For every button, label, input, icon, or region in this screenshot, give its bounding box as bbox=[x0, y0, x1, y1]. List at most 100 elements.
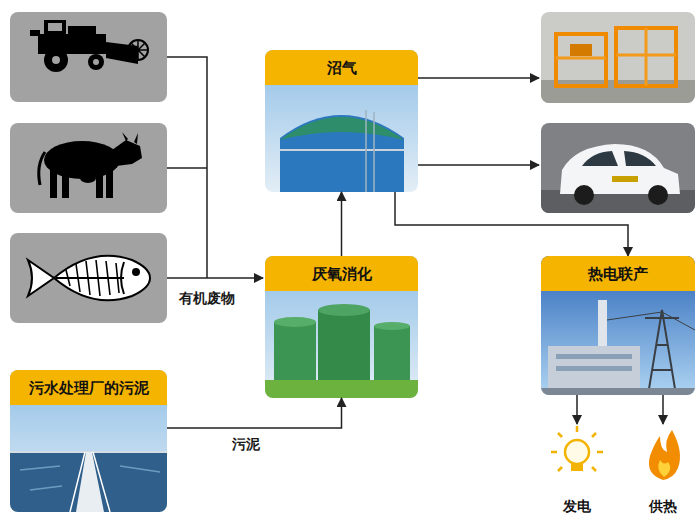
cow-icon bbox=[96, 168, 103, 198]
flow-line bbox=[167, 57, 207, 278]
sewage-plant-photo bbox=[10, 452, 167, 512]
harvester-icon bbox=[52, 56, 60, 64]
harvester-icon bbox=[128, 40, 148, 60]
edge-label: 污泥 bbox=[229, 436, 263, 454]
source-panel bbox=[10, 233, 167, 323]
digester-photo bbox=[265, 380, 418, 398]
source-panel bbox=[10, 123, 167, 213]
car-photo bbox=[612, 176, 638, 182]
car-photo bbox=[574, 185, 594, 205]
sewage-plant-photo bbox=[70, 452, 110, 512]
flame-icon bbox=[649, 430, 680, 480]
gas-equipment-photo bbox=[556, 34, 606, 86]
node-title: 厌氧消化 bbox=[312, 265, 372, 283]
source-panel bbox=[10, 12, 167, 323]
power-plant-photo bbox=[556, 366, 632, 371]
power-plant-photo bbox=[541, 256, 695, 395]
flow-line bbox=[167, 57, 539, 278]
biogas-card: 沼气 bbox=[265, 50, 418, 192]
biogas-photo bbox=[366, 110, 374, 192]
cow-icon bbox=[39, 132, 142, 198]
power-plant-photo bbox=[645, 310, 679, 395]
node-title: 热电联产 bbox=[588, 265, 648, 283]
fish-icon bbox=[133, 269, 139, 275]
light-bulb-icon bbox=[571, 463, 583, 471]
node-title: 发电 bbox=[547, 498, 607, 514]
digester-photo bbox=[374, 326, 410, 384]
sewage-plant-photo bbox=[10, 370, 167, 512]
harvester-icon bbox=[88, 54, 104, 70]
flow-arrow bbox=[576, 395, 578, 424]
digester-photo bbox=[374, 322, 410, 330]
fish-icon bbox=[56, 277, 124, 279]
card-header: 热电联产 bbox=[541, 256, 695, 291]
digester-photo bbox=[265, 256, 418, 398]
harvester-icon bbox=[44, 48, 68, 72]
biogas-photo bbox=[280, 115, 404, 192]
car-photo bbox=[582, 151, 656, 166]
power-plant-photo bbox=[556, 354, 632, 359]
output-caption: 供热 bbox=[633, 498, 693, 514]
card-header: 沼气 bbox=[265, 50, 418, 85]
sewage-plant-photo bbox=[76, 452, 104, 512]
power-plant-photo bbox=[548, 346, 640, 395]
harvester-icon bbox=[48, 23, 62, 31]
flow-line bbox=[418, 164, 539, 166]
power-plant-photo bbox=[541, 256, 695, 395]
power-plant-photo bbox=[598, 300, 607, 346]
node-title: 沼气 bbox=[327, 59, 357, 77]
fish-icon bbox=[66, 260, 119, 296]
digester-photo bbox=[274, 322, 316, 384]
chp-card: 热电联产 bbox=[541, 256, 695, 395]
cow-icon bbox=[62, 170, 69, 198]
power-plant-photo bbox=[607, 312, 695, 330]
digester-photo bbox=[274, 317, 316, 327]
flame-icon bbox=[658, 460, 670, 477]
light-bulb-icon bbox=[551, 426, 603, 471]
output-node: 发电 bbox=[547, 424, 607, 514]
biogas-photo bbox=[280, 149, 404, 151]
harvester-icon bbox=[30, 20, 148, 72]
source-panel bbox=[10, 12, 167, 102]
output-caption: 发电 bbox=[547, 498, 607, 514]
car-photo bbox=[541, 123, 695, 213]
gas-equipment-photo bbox=[556, 28, 676, 86]
digester-photo bbox=[318, 310, 370, 384]
cow-icon bbox=[112, 140, 142, 166]
cow-icon bbox=[80, 173, 96, 183]
car-photo bbox=[648, 185, 668, 205]
sewage-plant-photo bbox=[10, 370, 167, 512]
cow-icon bbox=[106, 166, 113, 198]
fish-icon bbox=[28, 256, 150, 301]
gas-equipment-photo bbox=[541, 12, 695, 103]
sewage-plant-photo bbox=[20, 466, 160, 490]
light-bulb-icon bbox=[551, 426, 603, 471]
flow-line bbox=[167, 167, 207, 169]
car-photo bbox=[541, 123, 695, 213]
flame-icon bbox=[649, 430, 680, 480]
fish-icon bbox=[28, 260, 54, 296]
light-bulb-icon bbox=[565, 440, 589, 464]
flow-label: 有机废物 bbox=[176, 290, 238, 308]
biogas-photo bbox=[280, 117, 404, 140]
fish-icon bbox=[121, 262, 124, 294]
gas-equipment-photo bbox=[541, 12, 695, 103]
cow-icon bbox=[122, 132, 138, 144]
harvester-icon bbox=[93, 59, 99, 65]
digestion-card: 厌氧消化 bbox=[265, 256, 418, 398]
flow-line bbox=[418, 77, 539, 79]
harvester-icon bbox=[44, 20, 66, 35]
output-node: 供热 bbox=[633, 424, 693, 514]
flow-arrow bbox=[341, 192, 343, 256]
power-plant-photo bbox=[541, 388, 695, 395]
harvester-icon bbox=[68, 26, 96, 35]
flow-arrow bbox=[395, 192, 628, 256]
sludge-card: 污水处理厂的污泥 bbox=[10, 370, 167, 512]
cow-icon bbox=[39, 152, 45, 185]
digester-photo bbox=[265, 256, 418, 398]
gas-equipment-photo bbox=[570, 44, 592, 56]
cow-icon bbox=[50, 168, 57, 198]
node-title: 供热 bbox=[633, 498, 693, 514]
digester-photo bbox=[318, 304, 370, 316]
